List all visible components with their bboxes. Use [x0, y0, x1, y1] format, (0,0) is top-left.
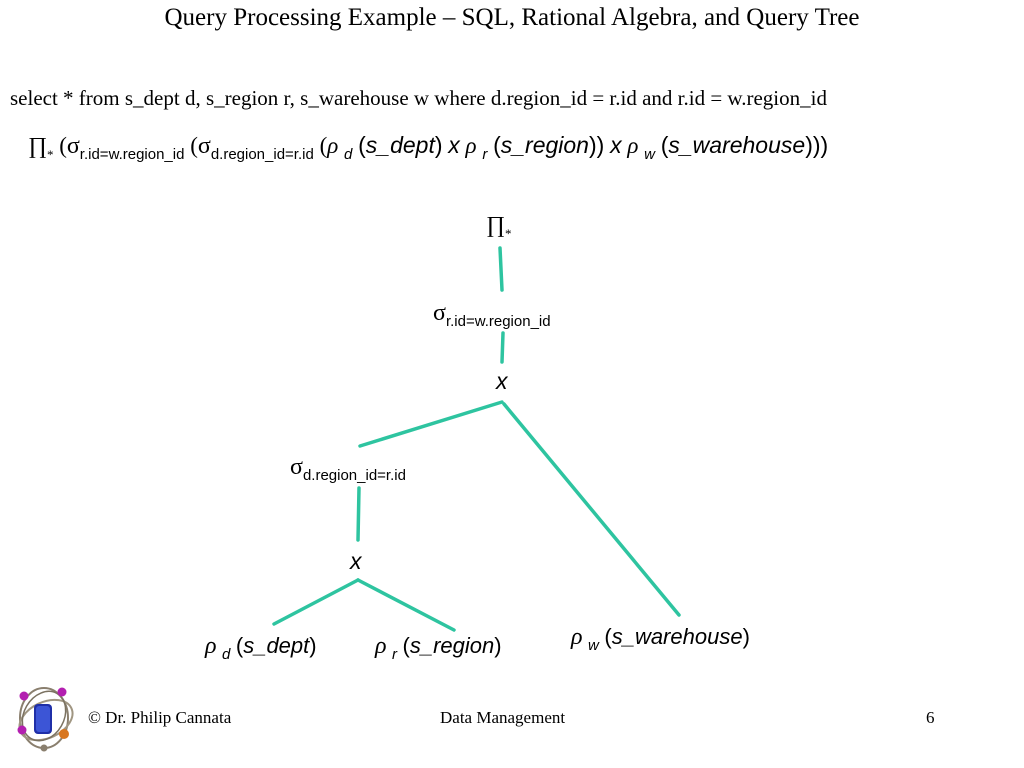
edge-join-to-warehouse [502, 402, 681, 617]
tree-selection-condition-inner: d.region_id=r.id [302, 467, 406, 484]
rename-symbol-d: ρ [327, 133, 339, 158]
tree-node-projection: ∏* [486, 212, 512, 241]
tree-rename-symbol-d: ρ [205, 633, 217, 659]
projection-star: * [46, 147, 54, 162]
tree-relation-s-dept: s_dept [243, 633, 310, 658]
footer-course-name: Data Management [440, 708, 566, 727]
relational-algebra-expression: ∏* (σr.id=w.region_id (σd.region_id=r.id… [28, 132, 829, 163]
tree-projection-symbol: ∏ [486, 212, 505, 237]
molecule-logo-icon [17, 687, 74, 752]
relation-s-dept: s_dept [365, 132, 435, 158]
selection-condition-outer: r.id=w.region_id [79, 146, 185, 163]
tree-leaf-dept: ρ d (s_dept) [205, 633, 317, 663]
relation-s-region: s_region [500, 132, 589, 158]
edge-join-to-select-inner [358, 400, 504, 448]
tree-rename-symbol-r: ρ [375, 633, 387, 659]
slide-title: Query Processing Example – SQL, Rational… [164, 4, 860, 31]
tree-rename-alias-d: d [222, 646, 231, 663]
footer-copyright: © Dr. Philip Cannata [88, 708, 232, 727]
tree-selection-condition-outer: r.id=w.region_id [445, 313, 551, 330]
tree-selection-symbol-inner: σ [290, 454, 303, 480]
tree-selection-symbol-outer: σ [433, 300, 446, 326]
cross-product-outer: x [610, 132, 622, 158]
tree-node-cross-product-outer: x [496, 368, 508, 394]
sql-query: select * from s_dept d, s_region r, s_wa… [10, 86, 827, 110]
selection-condition-inner: d.region_id=r.id [210, 146, 314, 163]
tree-relation-s-warehouse: s_warehouse [611, 624, 743, 649]
tree-rename-alias-r: r [392, 646, 398, 663]
edge-root-to-select [498, 246, 504, 292]
edge-select-to-join [500, 331, 505, 364]
tree-rename-alias-w: w [588, 637, 599, 654]
selection-symbol-outer: σ [66, 133, 80, 159]
selection-symbol-inner: σ [197, 133, 211, 159]
tree-node-selection-inner: σd.region_id=r.id [290, 454, 406, 484]
footer-page-number: 6 [926, 708, 935, 727]
tree-projection-star: * [504, 226, 512, 241]
tree-leaf-region: ρ r (s_region) [375, 633, 502, 663]
edge-join-inner-to-region [356, 578, 456, 632]
projection-symbol: ∏ [28, 133, 47, 158]
rename-symbol-r: ρ [465, 133, 477, 158]
edge-join-inner-to-dept [272, 578, 360, 626]
rename-alias-d: d [344, 146, 353, 163]
cross-product-inner: x [448, 132, 460, 158]
tree-node-selection-outer: σr.id=w.region_id [433, 300, 551, 330]
edge-select-inner-to-join-inner [356, 486, 361, 542]
rename-alias-r: r [482, 146, 488, 163]
rename-alias-w: w [644, 146, 655, 163]
tree-relation-s-region: s_region [409, 633, 495, 658]
rename-symbol-w: ρ [627, 133, 639, 158]
tree-rename-symbol-w: ρ [571, 624, 583, 650]
tree-node-cross-product-inner: x [350, 548, 362, 574]
tree-leaf-warehouse: ρ w (s_warehouse) [571, 624, 750, 654]
relation-s-warehouse: s_warehouse [668, 132, 806, 158]
